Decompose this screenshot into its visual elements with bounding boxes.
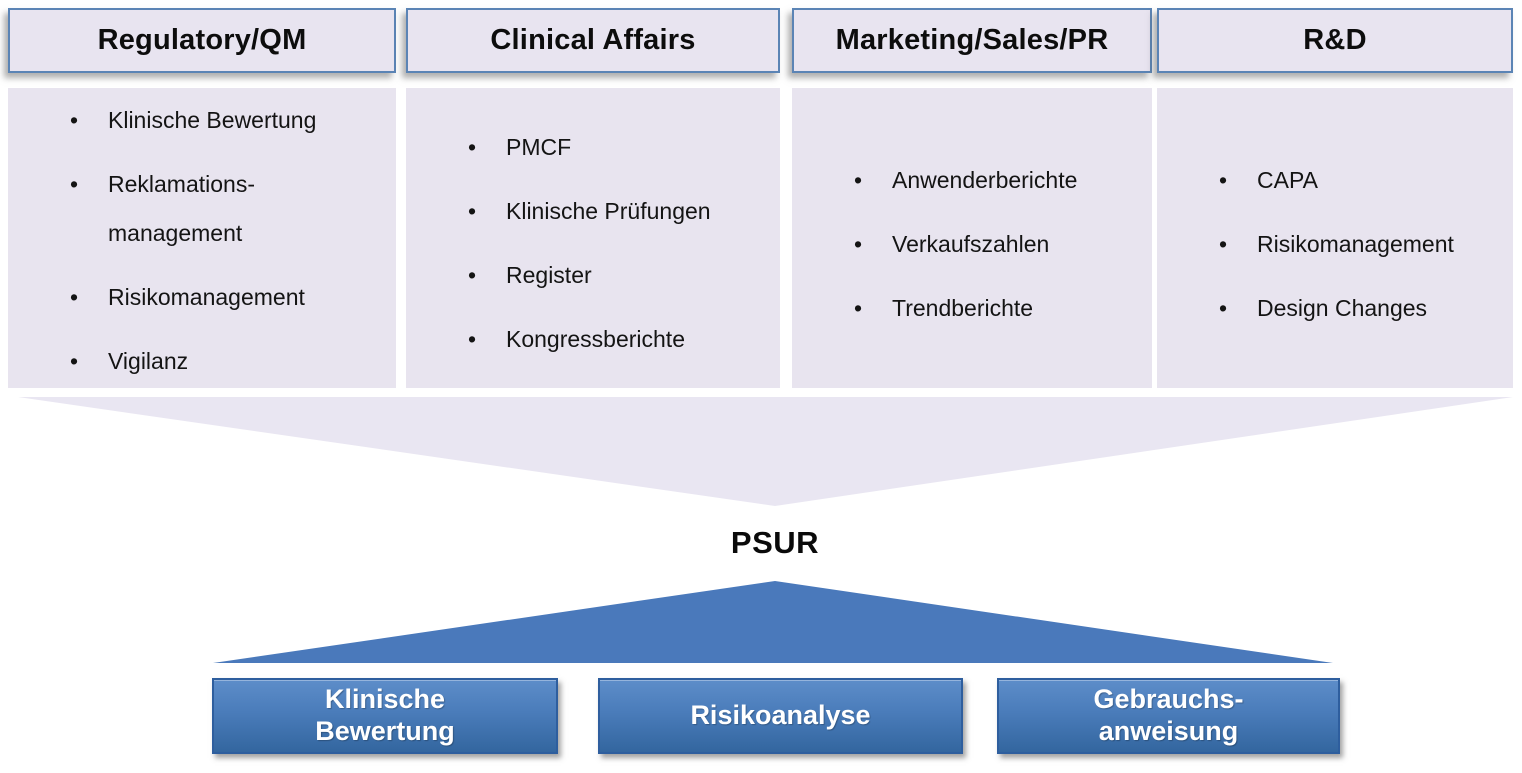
bullet-item: Trendberichte xyxy=(854,284,1142,333)
bullet-list-regulatory-qm: Klinische BewertungReklamations- managem… xyxy=(8,88,396,386)
bullet-item: PMCF xyxy=(468,123,770,172)
output-box-klinische-bewertung: Klinische Bewertung xyxy=(212,678,558,754)
output-box-gebrauchsanweisung: Gebrauchs- anweisung xyxy=(997,678,1340,754)
distribution-triangle xyxy=(213,581,1333,663)
bullet-item: Anwenderberichte xyxy=(854,156,1142,205)
dept-header-regulatory-qm: Regulatory/QM xyxy=(8,8,396,73)
bullet-item: Reklamations- management xyxy=(70,160,386,258)
dept-panel-rd: CAPA RisikomanagementDesign Changes xyxy=(1157,88,1513,388)
dept-panel-clinical-affairs: PMCF Klinische PrüfungenRegisterKongressb… xyxy=(406,88,780,388)
bullet-item: Risikomanagement xyxy=(70,273,386,322)
dept-header-clinical-affairs: Clinical Affairs xyxy=(406,8,780,73)
bullet-item: Kongressberichte xyxy=(468,315,770,364)
bullet-list-marketing-sales-pr: AnwenderberichteVerkaufszahlenTrendberic… xyxy=(792,88,1152,333)
bullet-item: Design Changes xyxy=(1219,284,1503,333)
funnel-down-arrow xyxy=(18,397,1513,506)
psur-label: PSUR xyxy=(730,525,820,560)
bullet-item: Verkaufszahlen xyxy=(854,220,1142,269)
dept-panel-regulatory-qm: Klinische BewertungReklamations- managem… xyxy=(8,88,396,388)
bullet-item: Klinische Prüfungen xyxy=(468,187,770,236)
bullet-list-clinical-affairs: PMCF Klinische PrüfungenRegisterKongressb… xyxy=(406,88,780,364)
bullet-item: CAPA xyxy=(1219,156,1503,205)
bullet-item: Register xyxy=(468,251,770,300)
dept-header-rd: R&D xyxy=(1157,8,1513,73)
dept-panel-marketing-sales-pr: AnwenderberichteVerkaufszahlenTrendberic… xyxy=(792,88,1152,388)
bullet-item: Vigilanz xyxy=(70,337,386,386)
output-box-risikoanalyse: Risikoanalyse xyxy=(598,678,963,754)
bullet-item: Klinische Bewertung xyxy=(70,96,386,145)
bullet-list-rd: CAPA RisikomanagementDesign Changes xyxy=(1157,88,1513,333)
dept-header-marketing-sales-pr: Marketing/Sales/PR xyxy=(792,8,1152,73)
bullet-item: Risikomanagement xyxy=(1219,220,1503,269)
